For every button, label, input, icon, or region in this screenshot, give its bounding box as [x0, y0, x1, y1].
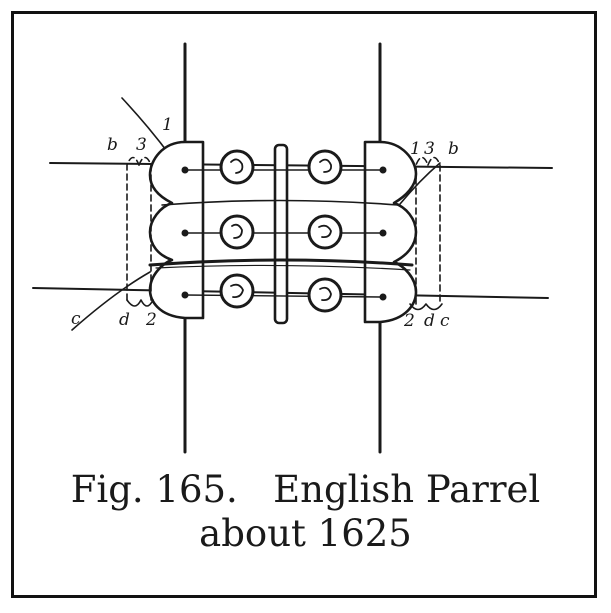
label-right-1: 1	[410, 139, 421, 159]
rope-left-c	[71, 271, 151, 331]
rib-hole	[379, 293, 387, 301]
figure-caption-date: about 1625	[199, 512, 412, 555]
label-right-2: 2	[403, 311, 415, 331]
rib-hole	[379, 229, 387, 237]
label-left-3: 3	[136, 135, 147, 155]
rope-loop-right-bottom	[409, 303, 443, 311]
rib-hole	[379, 166, 387, 174]
rope-row-3	[184, 294, 381, 298]
rope-right-diagonal	[399, 162, 441, 205]
rope-loop-right-3	[427, 156, 441, 305]
label-left-b: b	[107, 135, 118, 155]
label-right-c: c	[440, 311, 450, 331]
parrel-rib-right	[363, 140, 418, 324]
truck-left-1	[219, 149, 255, 185]
rope-loop-right-1	[415, 156, 429, 305]
label-left-1: 1	[162, 115, 173, 135]
rib-hole	[181, 291, 189, 299]
label-left-d: d	[119, 310, 130, 330]
figure-frame	[11, 11, 597, 598]
rope-top	[49, 162, 553, 169]
rope-middle-lower	[148, 258, 414, 267]
center-batten	[273, 143, 289, 325]
rib-hole	[181, 229, 189, 237]
rope-middle-lower-2	[155, 264, 411, 271]
figure-caption: Fig. 165. English Parrel	[70, 468, 541, 511]
rope-loop-left-bottom	[126, 299, 154, 307]
label-left-2: 2	[145, 310, 157, 330]
rope-loop-left-3	[138, 156, 152, 301]
rope-bottom	[32, 287, 549, 299]
label-right-b: b	[448, 139, 459, 159]
label-right-d: d	[424, 311, 435, 331]
truck-right-1	[307, 149, 343, 185]
label-left-c: c	[71, 309, 81, 329]
label-right-3: 3	[424, 139, 435, 159]
parrel-rib-left	[148, 140, 205, 320]
rib-hole	[181, 166, 189, 174]
rope-middle-upper	[161, 199, 399, 206]
truck-right-2	[307, 214, 343, 250]
truck-left-3	[219, 273, 255, 309]
truck-right-3	[307, 277, 343, 313]
rope-loop-left-b	[126, 156, 140, 301]
truck-left-2	[219, 214, 255, 250]
